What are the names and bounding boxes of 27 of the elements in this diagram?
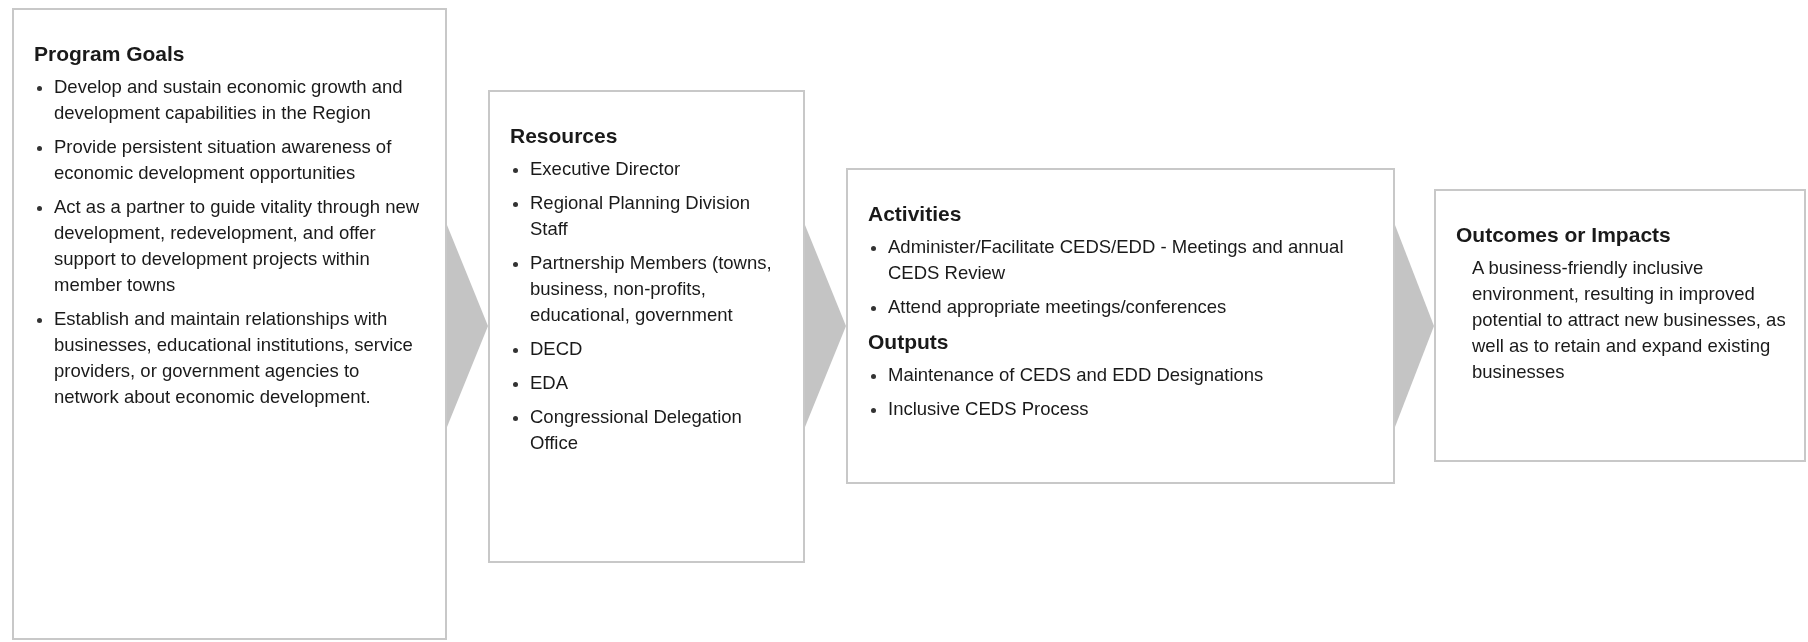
list-item-text: Act as a partner to guide vitality through new development, redevelopment, and offer support to development projects within member towns xyxy=(54,195,421,297)
list-item-text: Inclusive CEDS Process xyxy=(888,397,1090,421)
list-item-text: Attend appropriate meetings/conferences xyxy=(888,295,1228,319)
content-box xyxy=(12,8,447,640)
list-item-text: DECD xyxy=(530,337,584,361)
section-heading: Program Goals xyxy=(34,41,185,67)
list-item-text: Regional Planning Division Staff xyxy=(530,191,752,241)
section-heading: Resources xyxy=(510,123,618,149)
content-box xyxy=(488,90,805,563)
section-heading: Outcomes or Impacts xyxy=(1456,222,1671,248)
list-item-text: Provide persistent situation awareness of economic development opportunities xyxy=(54,135,393,185)
body-text: A business-friendly inclusive environment, resulting in improved potential to attract new businesses, as well as to retain and expand existing businesses xyxy=(1471,256,1786,384)
list-item-text: Administer/Facilitate CEDS/EDD - Meetings and annual CEDS Review xyxy=(888,235,1345,285)
list-item-text: Partnership Members (towns, business, non-profits, educational, government xyxy=(530,251,773,327)
list-item-text: Congressional Delegation Office xyxy=(530,405,743,455)
chevron-arrow xyxy=(1395,225,1434,427)
chevron-arrow xyxy=(805,225,846,427)
section-heading: Outputs xyxy=(868,329,949,355)
chevron-arrow xyxy=(447,225,488,427)
content-box xyxy=(846,168,1395,484)
content-box xyxy=(1434,189,1806,462)
list-item-text: Executive Director xyxy=(530,157,682,181)
section-heading: Activities xyxy=(868,201,962,227)
list-item-text: EDA xyxy=(530,371,570,395)
list-item-text: Maintenance of CEDS and EDD Designations xyxy=(888,363,1265,387)
list-item-text: Develop and sustain economic growth and development capabilities in the Region xyxy=(54,75,404,125)
list-item-text: Establish and maintain relationships with businesses, educational institutions, service providers, or government agencies to network about economic development. xyxy=(54,307,414,409)
